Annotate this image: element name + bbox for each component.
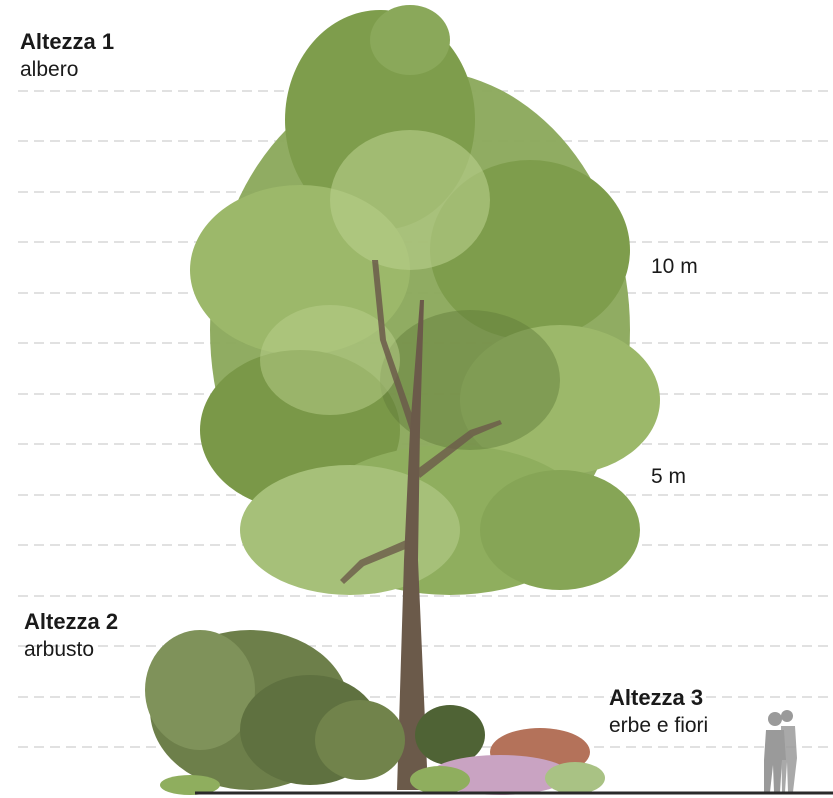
scale-label-10m: 10 m — [651, 255, 698, 279]
tree-canopy — [190, 5, 660, 595]
tree-level-title: Altezza 1 — [20, 28, 114, 56]
tree-level-label: Altezza 1 albero — [20, 28, 114, 84]
shrub-level-title: Altezza 2 — [24, 608, 118, 636]
shrub-illustration — [145, 630, 485, 790]
tree-level-subtitle: albero — [20, 56, 114, 84]
herbs-level-label: Altezza 3 erbe e fiori — [609, 684, 708, 740]
shrub-level-label: Altezza 2 arbusto — [24, 608, 118, 664]
scale-label-5m: 5 m — [651, 465, 686, 489]
herbs-level-title: Altezza 3 — [609, 684, 708, 712]
herbs-level-subtitle: erbe e fiori — [609, 712, 708, 740]
person-silhouette-icon — [764, 710, 797, 792]
shrub-level-subtitle: arbusto — [24, 636, 118, 664]
